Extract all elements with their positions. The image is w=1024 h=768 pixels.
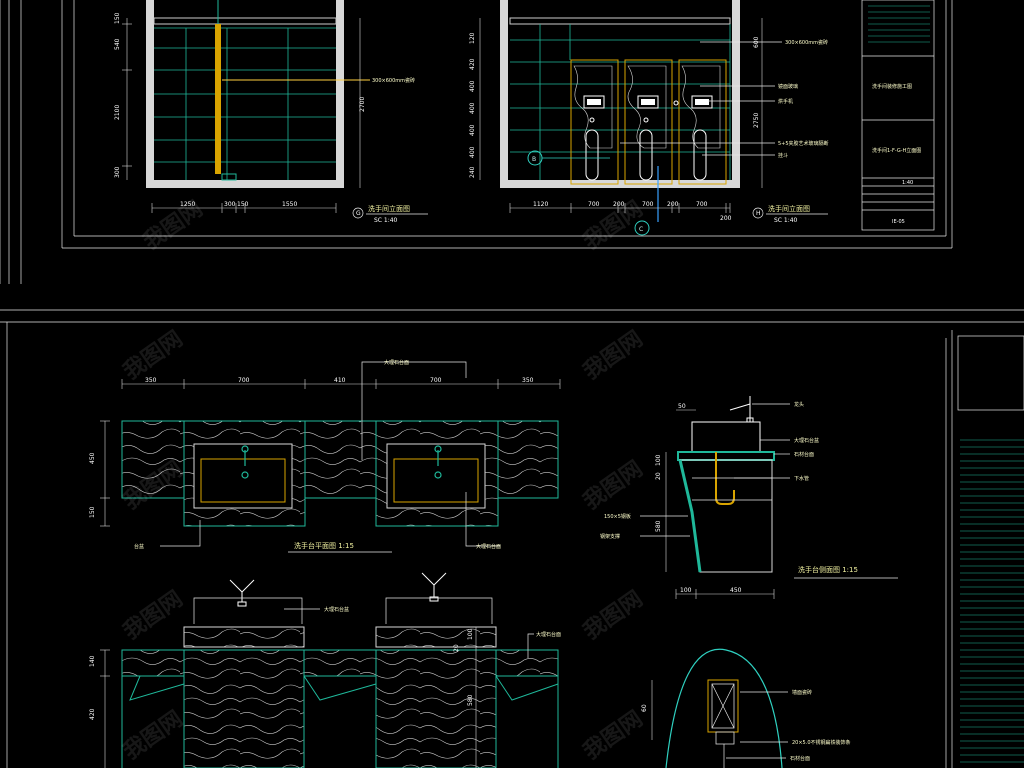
title-block-drawing-no: IE-05 <box>892 219 905 225</box>
note-detail-2: 石材台面 <box>790 755 810 762</box>
dim-plan-left-0: 450 <box>89 452 96 464</box>
dim-h-h-2: 200 <box>613 201 625 208</box>
dim-h-h-4: 200 <box>667 201 679 208</box>
marker-b: B <box>532 156 536 163</box>
dim-plan-top-1: 700 <box>238 377 250 384</box>
watermark-9: 我图网 <box>119 707 187 765</box>
dim-section-bottom-0: 100 <box>680 587 692 594</box>
dim-v-h-3: 400 <box>469 102 476 114</box>
vanity-section: 50 龙头 大理石台盆 石材台面 下水管 150×5钢板 <box>600 396 898 599</box>
dim-elev-left-0: 140 <box>89 655 96 667</box>
dim-v-h-0: 120 <box>469 32 476 44</box>
dim-section-left-2: 580 <box>655 520 662 532</box>
note-detail-0: 墙面瓷砖 <box>792 689 812 696</box>
vanity-plan: 350 700 410 700 350 450 150 <box>89 359 561 553</box>
dim-h-g-3: 1550 <box>282 201 297 208</box>
dim-h-h-3: 700 <box>642 201 654 208</box>
title-block-project: 洗手间装修施工图 <box>872 83 912 90</box>
note-h-2: 烘手机 <box>778 98 793 105</box>
dim-h-h-1: 700 <box>588 201 600 208</box>
dim-v-g-1: 540 <box>114 38 121 50</box>
note-elev-top: 大理石台盆 <box>324 606 349 613</box>
dim-h-h-6: 200 <box>720 215 732 222</box>
note-h-3: 5+5夹胶艺术玻璃隔断 <box>778 140 829 147</box>
dim-v-h-5: 400 <box>469 146 476 158</box>
note-g-tile: 300×600mm瓷砖 <box>372 77 415 84</box>
note-plan-top: 大理石台面 <box>384 359 409 366</box>
scale-g: SC 1:40 <box>374 217 398 224</box>
elevation-view-g: 150 540 2100 300 2700 300×600mm瓷砖 1250 3… <box>114 0 428 224</box>
note-section-3: 下水管 <box>794 475 809 482</box>
note-section-2: 石材台面 <box>794 451 814 458</box>
dim-plan-left-1: 150 <box>89 506 96 518</box>
note-h-4: 挂斗 <box>778 152 788 159</box>
title-g: 洗手间立面图 <box>368 204 410 213</box>
title-block-scale: 1:40 <box>902 180 913 186</box>
partition-panel-1 <box>570 59 619 185</box>
dim-v-g-2: 2100 <box>114 105 121 120</box>
dim-v-h-1: 420 <box>469 58 476 70</box>
edge-detail: 60 墙面瓷砖 20×5.0不锈钢扁铁装饰条 石材台面 <box>641 648 851 768</box>
note-section-5: 钢架支撑 <box>600 533 620 540</box>
watermark-7: 我图网 <box>119 587 187 645</box>
partition-panel-3 <box>673 59 727 185</box>
note-elev-right: 大理石台面 <box>536 631 561 638</box>
marker-h: H <box>756 210 761 217</box>
marker-g: G <box>356 210 361 217</box>
dim-v-g-0: 150 <box>114 12 121 24</box>
dim-v-h-4: 400 <box>469 124 476 136</box>
elevation-view-h: B C 300×600mm瓷砖 镜面玻璃 烘手机 5+5夹胶艺术玻璃隔断 挂斗 … <box>469 0 829 236</box>
title-block-bottom <box>957 335 1024 763</box>
title-block-sheet: 洗手间1-F-G-H立面图 <box>872 147 921 154</box>
watermark-1: 我图网 <box>139 197 207 255</box>
dim-section-top: 50 <box>678 403 686 410</box>
dim-elev-right-0: 100 <box>467 628 474 640</box>
dim-section-left-1: 20 <box>655 472 662 480</box>
dim-h-g-2: 150 <box>237 201 249 208</box>
section-title: 洗手台侧面图 1:15 <box>798 565 858 574</box>
note-detail-1: 20×5.0不锈钢扁铁装饰条 <box>792 739 851 746</box>
dim-top-right-h: 600 <box>753 36 760 48</box>
dim-detail-left: 60 <box>641 704 648 712</box>
dim-v-h-right: 2750 <box>753 113 760 128</box>
note-plan-right: 大理石台面 <box>476 543 501 550</box>
note-plan-left: 台盆 <box>134 543 144 550</box>
scale-h: SC 1:40 <box>774 217 798 224</box>
dim-v-h-6: 240 <box>469 166 476 178</box>
partition-panel-2 <box>624 59 673 185</box>
vanity-elevation: 大理石台盆 140 420 100 20 580 大理石台面 <box>89 572 561 768</box>
watermark-4: 我图网 <box>579 327 647 385</box>
dim-h-h-0: 1120 <box>533 201 548 208</box>
watermark-10: 我图网 <box>579 707 647 765</box>
watermark-6: 我图网 <box>579 457 647 515</box>
dim-v-g-right: 2700 <box>359 97 366 112</box>
dim-plan-top-2: 410 <box>334 377 346 384</box>
dim-plan-top-3: 700 <box>430 377 442 384</box>
note-h-0: 300×600mm瓷砖 <box>785 39 828 46</box>
note-section-1: 大理石台盆 <box>794 437 819 444</box>
dim-v-g-3: 300 <box>114 166 121 178</box>
title-block: 洗手间装修施工图 洗手间1-F-G-H立面图 1:40 IE-05 <box>861 0 935 231</box>
dim-h-g-0: 1250 <box>180 201 195 208</box>
title-h: 洗手间立面图 <box>768 204 810 213</box>
dim-plan-top-4: 350 <box>522 377 534 384</box>
dim-plan-top-0: 350 <box>145 377 157 384</box>
note-h-1: 镜面玻璃 <box>778 83 798 90</box>
dim-h-h-5: 700 <box>696 201 708 208</box>
plan-title: 洗手台平面图 1:15 <box>294 541 354 550</box>
dim-elev-left-1: 420 <box>89 708 96 720</box>
dim-elev-right-1: 20 <box>453 644 460 652</box>
note-section-0: 龙头 <box>794 401 804 408</box>
dim-section-bottom-1: 450 <box>730 587 742 594</box>
watermark-8: 我图网 <box>579 587 647 645</box>
dim-v-h-2: 400 <box>469 80 476 92</box>
dim-section-left-0: 100 <box>655 454 662 466</box>
marker-c: C <box>639 226 643 233</box>
dim-elev-right-2: 580 <box>467 694 474 706</box>
note-section-4: 150×5钢板 <box>604 513 631 520</box>
dim-h-g-1: 300 <box>224 201 236 208</box>
